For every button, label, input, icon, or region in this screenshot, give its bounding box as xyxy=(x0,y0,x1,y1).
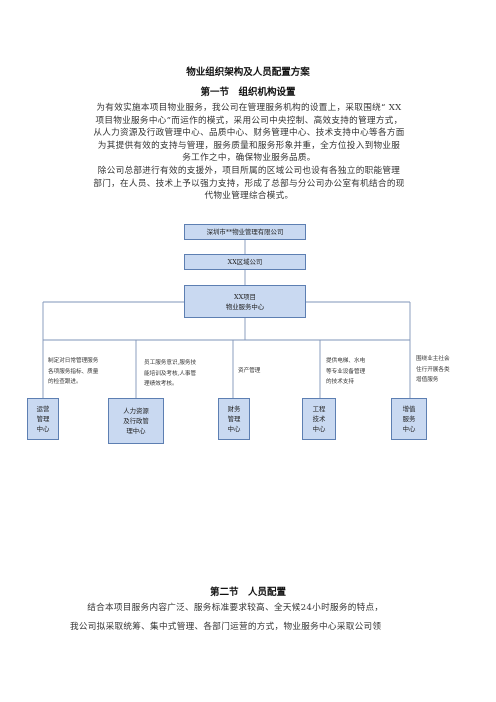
note-line: 住行开展各类 xyxy=(416,366,450,373)
org-box-region: XX区域公司 xyxy=(184,254,306,270)
document-title: 物业组织架构及人员配置方案 xyxy=(186,67,310,78)
paragraph-line: 务工作之中，确保物业服务品质。 xyxy=(182,153,316,164)
org-box-line: 中心 xyxy=(312,425,326,433)
note-line: 资产管理 xyxy=(238,368,261,374)
section-2-title: 第二节 人员配置 xyxy=(209,587,286,598)
note-line: 增值服务 xyxy=(416,377,439,383)
paragraph-line: 代物业管理综合模式。 xyxy=(204,191,294,202)
org-box-line: 物业服务中心 xyxy=(225,302,265,311)
org-box-hr-admin-center: 人力资源 及行政管 理中心 xyxy=(108,398,164,444)
org-box-line: 管理 xyxy=(227,415,241,423)
org-box-line: XX项目 xyxy=(234,292,256,301)
org-box-line: 及行政管 xyxy=(123,417,149,425)
org-box-value-added-center: 增值 服务 中心 xyxy=(391,398,427,440)
paragraph-line: 部门，在人员、技术上予以强力支持，形成了总部与分公司办公室有机结合的现 xyxy=(93,178,405,189)
note-line: 提供电梯、水电 xyxy=(326,358,366,364)
org-box-line: 中心 xyxy=(36,425,50,433)
note-line: 制定对日常管理服务 xyxy=(48,358,99,364)
org-note-engineering: 提供电梯、水电 等专业设备管理 的技术支持 xyxy=(326,356,396,388)
org-note-value-added: 围绕业主社会 住行开展各类 增值服务 xyxy=(416,354,476,386)
section-1-paragraph-2: 除公司总部进行有效的支援外，项目所属的区域公司也设有各独立的职能管理 部门，在人… xyxy=(74,165,424,203)
org-box-service-center: XX项目 物业服务中心 xyxy=(184,285,306,318)
org-box-line: 运营 xyxy=(36,405,50,413)
org-box-line: 理中心 xyxy=(126,427,146,435)
org-box-operations-center: 运营 管理 中心 xyxy=(27,398,59,440)
org-box-line: 增值 xyxy=(402,405,416,413)
section-1-paragraph-1: 为有效实施本项目物业服务，我公司在管理服务机构的设置上，采取围绕“ XX 项目物… xyxy=(74,102,424,165)
org-box-line: 服务 xyxy=(402,415,416,423)
org-box-finance-center: 财务 管理 中心 xyxy=(218,398,250,440)
note-line: 的技术支持 xyxy=(326,379,354,385)
org-box-line: 中心 xyxy=(402,425,416,433)
note-line: 等专业设备管理 xyxy=(326,368,366,375)
note-line: 的检查跟进。 xyxy=(48,379,82,385)
org-box-engineering-center: 工程 技术 中心 xyxy=(302,398,336,440)
paragraph-line: 除公司总部进行有效的支援外，项目所属的区域公司也设有各独立的职能管理 xyxy=(97,166,401,176)
org-note-hr: 员工服务意识,服务技 能培训及考核,人事管 理绩效考核。 xyxy=(144,358,226,390)
section-2-paragraph: 结合本项目服务内容广泛、服务标准要求较高、全天候24小时服务的特点， 我公司拟采… xyxy=(70,599,430,637)
org-box-line: 工程 xyxy=(312,405,326,413)
section-1-title: 第一节 组织机构设置 xyxy=(200,87,296,98)
org-box-company: 深圳市**物业管理有限公司 xyxy=(184,224,306,240)
paragraph-line: 项目物业服务中心”而运作的模式，采用公司中央控制、高效支持的管理方式， xyxy=(95,115,403,126)
paragraph-line: 结合本项目服务内容广泛、服务标准要求较高、全天候24小时服务的特点， xyxy=(87,603,384,613)
note-line: 各项服务指标、质量 xyxy=(48,368,99,375)
paragraph-line: 我公司拟采取统筹、集中式管理、各部门运营的方式，物业服务中心采取公司领 xyxy=(70,622,382,632)
note-line: 员工服务意识,服务技 xyxy=(144,360,197,366)
paragraph-line: 从人力资源及行政管理中心、品质中心、财务管理中心、技术支持中心等各方面 xyxy=(93,128,405,139)
org-box-line: 人力资源 xyxy=(123,407,149,415)
paragraph-line: 为其提供有效的支持与管理，服务质量和服务形象并重，全方位投入到物业服 xyxy=(97,140,401,151)
note-line: 能培训及考核,人事管 xyxy=(144,370,197,377)
note-line: 围绕业主社会 xyxy=(416,356,450,362)
org-box-line: 技术 xyxy=(312,415,326,423)
org-note-operations: 制定对日常管理服务 各项服务指标、质量 的检查跟进。 xyxy=(48,356,128,388)
org-note-finance: 资产管理 xyxy=(238,366,288,377)
org-box-line: 管理 xyxy=(36,415,50,423)
org-box-line: 财务 xyxy=(227,405,241,413)
note-line: 理绩效考核。 xyxy=(144,381,178,387)
org-box-line: 中心 xyxy=(227,425,241,433)
paragraph-line: 为有效实施本项目物业服务，我公司在管理服务机构的设置上，采取围绕“ XX xyxy=(96,103,402,113)
